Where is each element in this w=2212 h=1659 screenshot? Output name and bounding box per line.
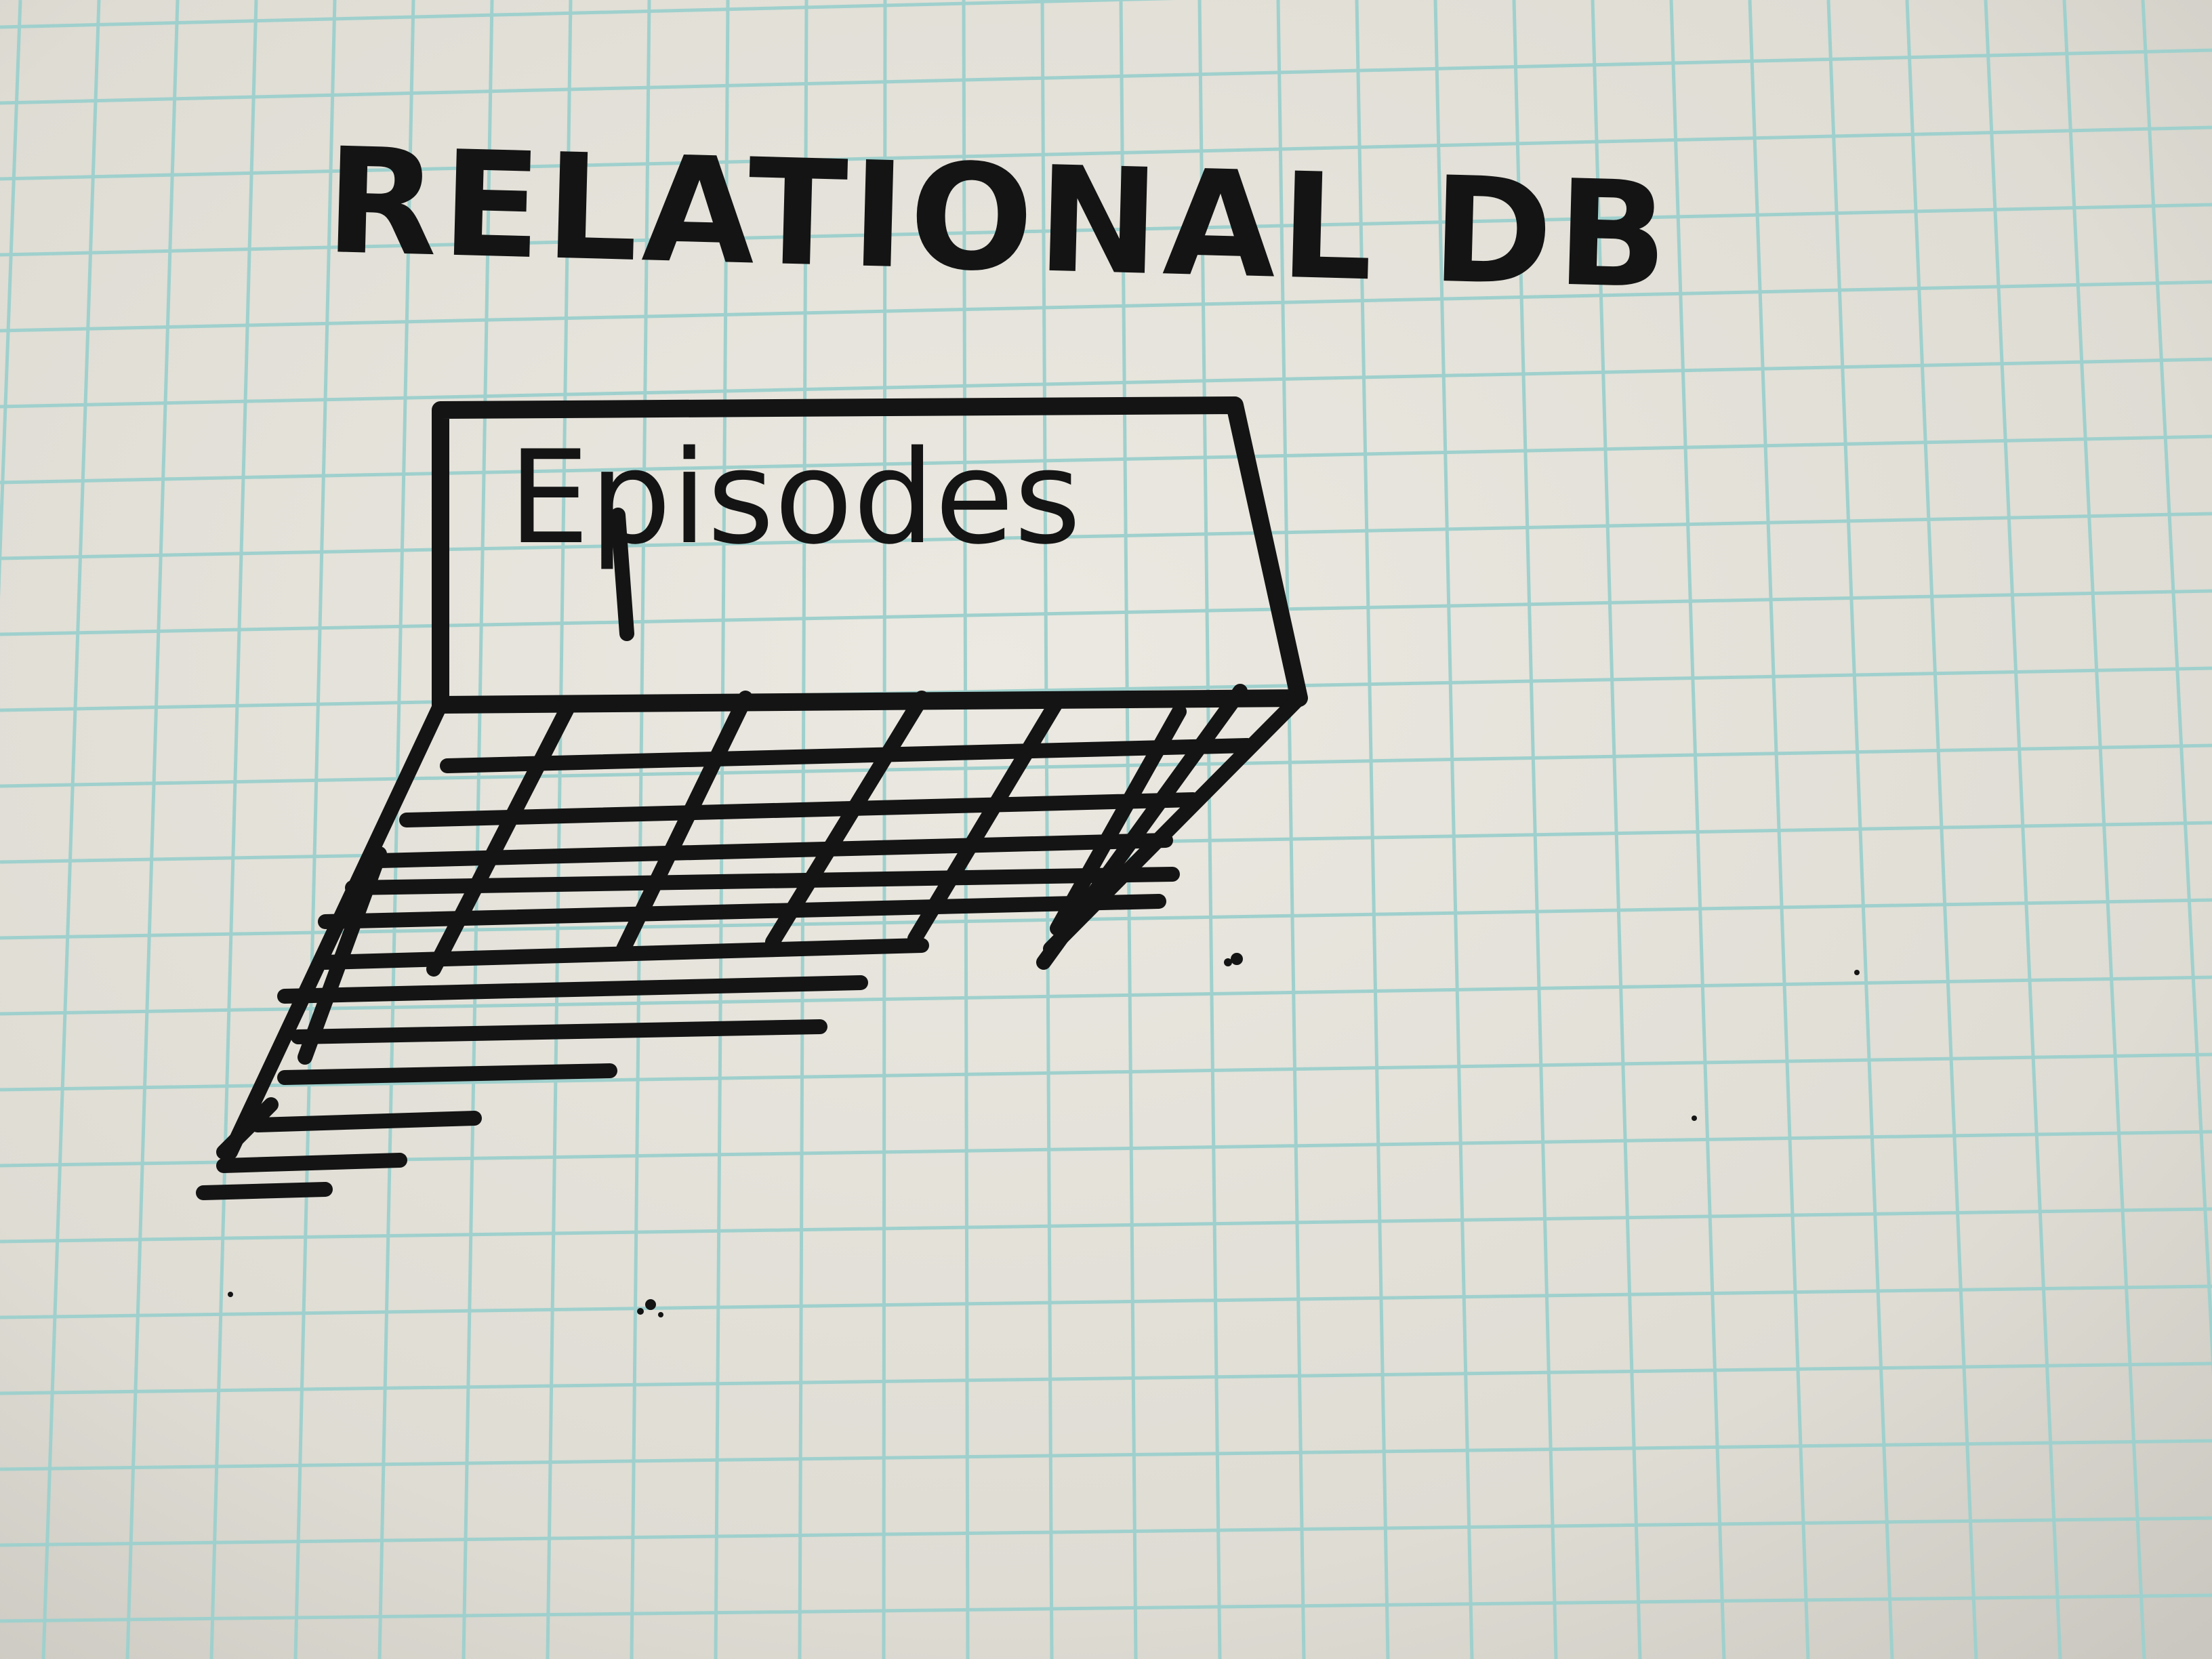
grid-line-vertical [377,0,415,1659]
grid-line-horizontal [0,1052,2212,1092]
grid-line-horizontal [0,357,2212,409]
grid-line-vertical [293,0,337,1659]
grid-line-horizontal [0,743,2212,788]
grid-line-horizontal [0,512,2212,560]
grid-line-horizontal [0,1207,2212,1244]
grid-line-vertical [962,0,970,1659]
grid-line-vertical [546,0,573,1659]
grid-line-horizontal [0,1439,2212,1471]
grid-line-vertical [0,0,22,600]
grid-line-vertical [1433,0,1474,1659]
grid-line-vertical [41,0,101,1659]
grid-line-vertical [125,0,180,1659]
table-name-stroke [611,508,634,641]
grid-line-vertical [1984,0,2062,1659]
grid-line-horizontal [0,898,2212,940]
grid-line-horizontal [0,1284,2212,1319]
grid-line-vertical [1197,0,1222,1659]
grid-line-horizontal [0,48,2212,105]
diagram-title: RELATIONAL DB [323,116,1674,321]
grid-line-vertical [1669,0,1726,1659]
grid-line-vertical [1591,0,1642,1659]
grid-line-vertical [2141,0,2212,1376]
table-name-label: Episodes [508,423,1081,573]
grid-line-vertical [462,0,494,1659]
grid-line-vertical [1512,0,1558,1659]
table-rows-grid [196,684,1307,1200]
grid-line-vertical [2062,0,2146,1659]
grid-line-horizontal [0,125,2212,181]
grid-line-vertical [1905,0,1978,1659]
grid-line-horizontal [0,666,2212,712]
grid-line-horizontal [0,280,2212,333]
grid-line-horizontal [0,975,2212,1016]
grid-line-vertical [209,0,258,1659]
grid-line-vertical [1119,0,1138,1659]
ink-specks [228,953,1860,1317]
grid-line-vertical [1040,0,1054,1659]
grid-line-horizontal [0,589,2212,636]
grid-line-vertical [1355,0,1390,1659]
grid-line-horizontal [0,1361,2212,1395]
grid-line-horizontal [0,1593,2212,1623]
grid-line-horizontal [0,434,2212,485]
grid-line-vertical [630,0,651,1659]
episodes-table: Episodes [196,396,1308,1200]
grid-line-horizontal [0,0,1176,29]
grid-line-horizontal [0,1516,2212,1547]
grid-line-horizontal [0,203,2212,257]
grid-line-vertical [1276,0,1306,1659]
